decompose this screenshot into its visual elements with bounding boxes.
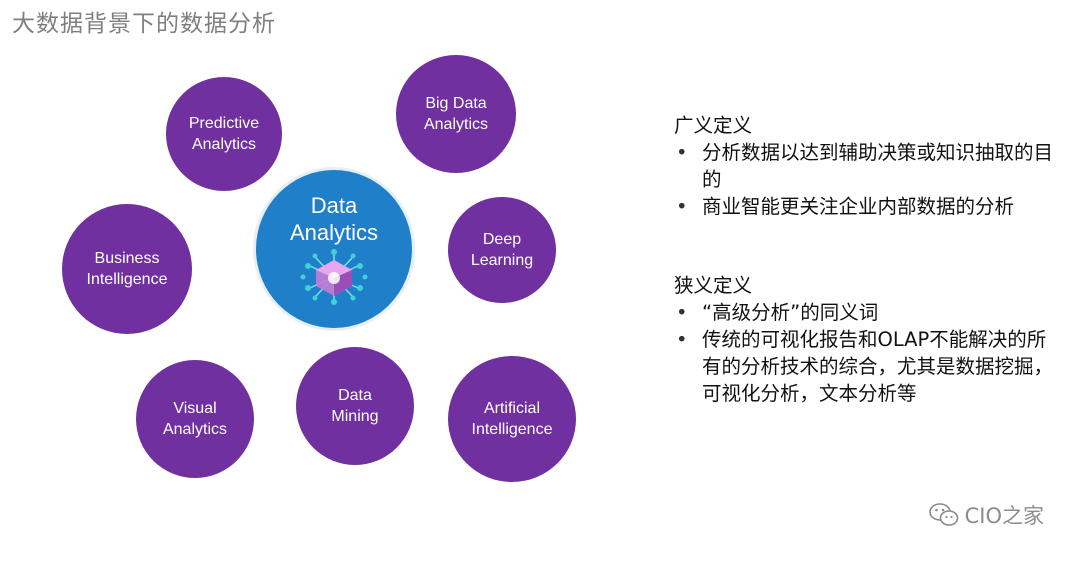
bubble-visual-analytics: Visual Analytics (136, 360, 254, 478)
page-title: 大数据背景下的数据分析 (12, 11, 276, 37)
bubble-predictive-analytics: Predictive Analytics (166, 77, 282, 191)
list-item: 传统的可视化报告和OLAP不能解决的所有的分析技术的综合，尤其是数据挖掘，可视化… (674, 326, 1058, 407)
bubble-deep-learning: Deep Learning (448, 197, 556, 303)
watermark: CIO之家 (928, 500, 1044, 530)
list-item: “高级分析”的同义词 (674, 299, 1058, 326)
definition-panel: 广义定义 分析数据以达到辅助决策或知识抽取的目的 商业智能更关注企业内部数据的分… (674, 112, 1058, 407)
narrow-definition-list: “高级分析”的同义词 传统的可视化报告和OLAP不能解决的所有的分析技术的综合，… (674, 299, 1058, 407)
data-cube-icon (300, 249, 368, 305)
wechat-icon (928, 503, 958, 526)
bubble-artificial-intelligence: Artificial Intelligence (448, 356, 576, 482)
narrow-definition-heading: 狭义定义 (674, 274, 753, 297)
list-item: 分析数据以达到辅助决策或知识抽取的目的 (674, 139, 1058, 193)
list-item: 商业智能更关注企业内部数据的分析 (674, 193, 1058, 220)
broad-definition-section: 广义定义 分析数据以达到辅助决策或知识抽取的目的 商业智能更关注企业内部数据的分… (674, 112, 1058, 220)
broad-definition-heading: 广义定义 (674, 114, 753, 137)
narrow-definition-section: 狭义定义 “高级分析”的同义词 传统的可视化报告和OLAP不能解决的所有的分析技… (674, 272, 1058, 407)
bubble-business-intelligence: Business Intelligence (62, 204, 192, 334)
watermark-text: CIO之家 (964, 504, 1044, 528)
bubble-big-data-analytics: Big Data Analytics (396, 55, 516, 173)
bubble-data-mining: Data Mining (296, 347, 414, 465)
data-analytics-diagram: Predictive Analytics Big Data Analytics … (62, 55, 576, 482)
broad-definition-list: 分析数据以达到辅助决策或知识抽取的目的 商业智能更关注企业内部数据的分析 (674, 139, 1058, 220)
center-label: Data Analytics (289, 193, 379, 245)
center-data-analytics: Data Analytics (256, 170, 412, 328)
